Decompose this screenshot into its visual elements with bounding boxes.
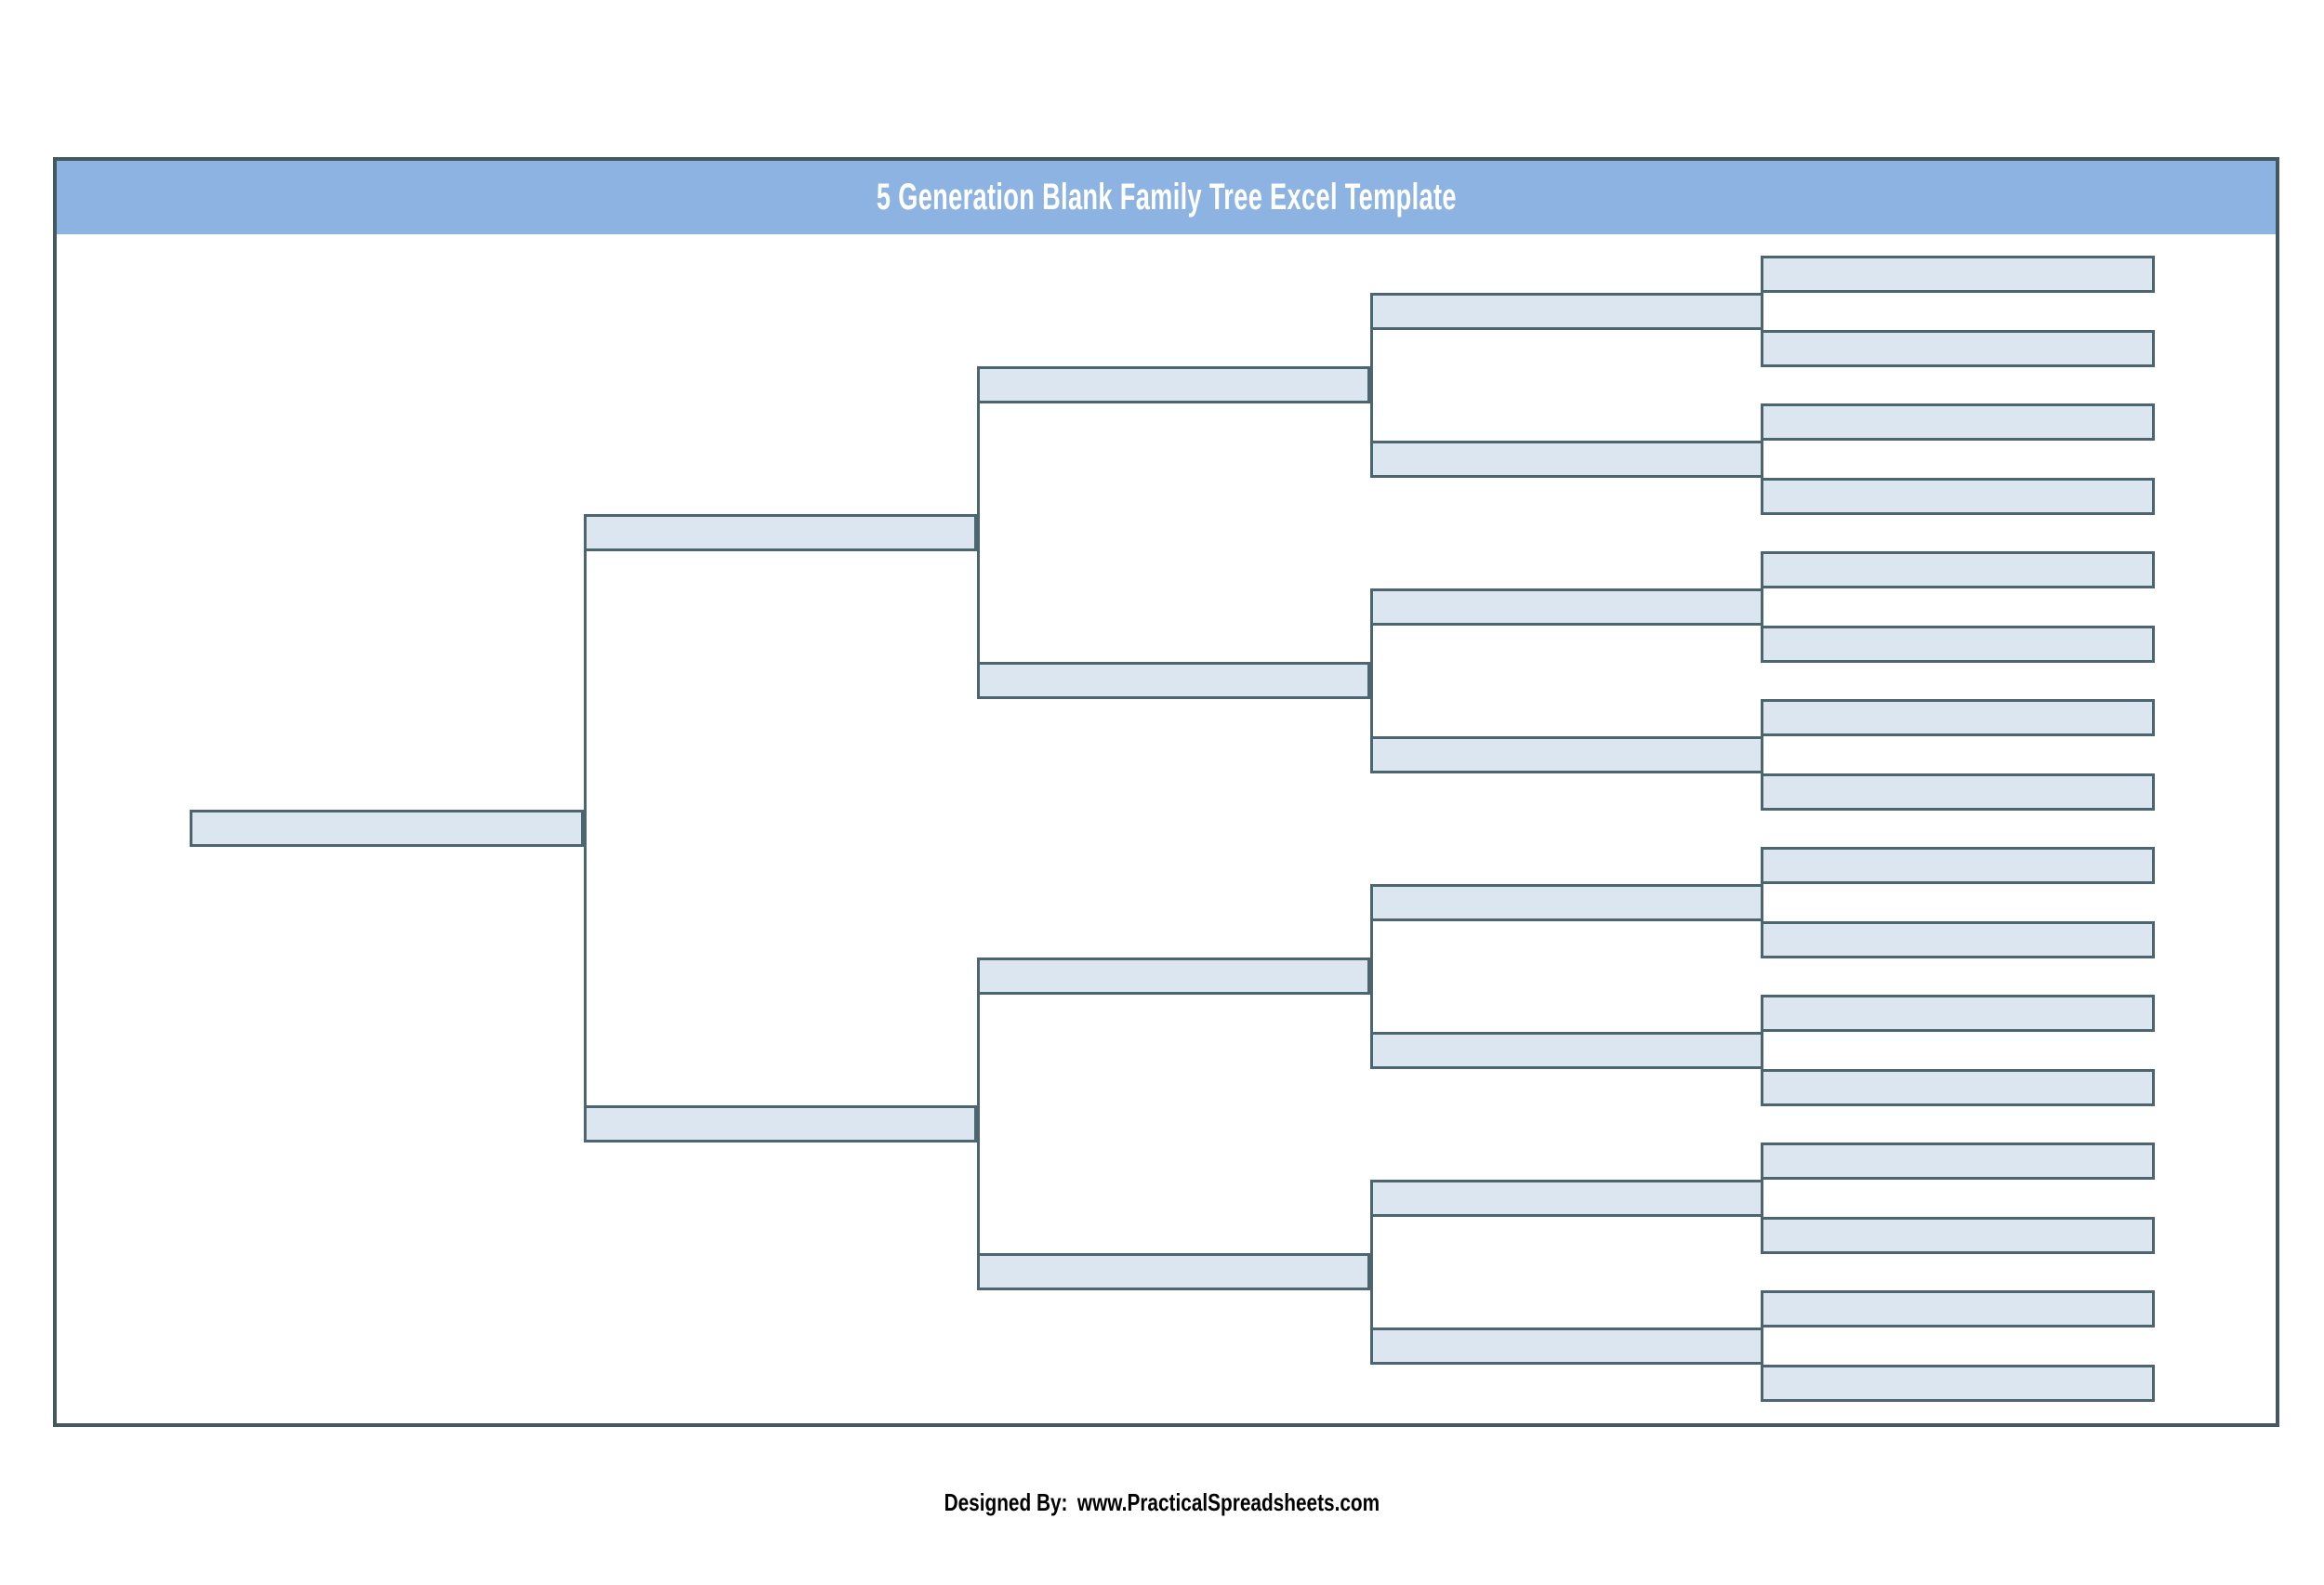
gen3-member-box-4[interactable] [977,1253,1370,1290]
gen5-member-box-8[interactable] [1761,773,2155,811]
gen4-member-box-2[interactable] [1370,441,1763,478]
gen5-member-box-6[interactable] [1761,626,2155,663]
gen5-member-box-2[interactable] [1761,330,2155,367]
gen5-member-box-4[interactable] [1761,478,2155,515]
gen5-member-box-15[interactable] [1761,1290,2155,1327]
gen4-member-box-7[interactable] [1370,1180,1763,1217]
gen3-member-box-2[interactable] [977,662,1370,699]
gen3-member-box-3[interactable] [977,958,1370,995]
gen5-member-box-7[interactable] [1761,699,2155,736]
gen5-member-box-12[interactable] [1761,1069,2155,1106]
gen1-member-box-1[interactable] [190,810,584,847]
gen5-member-box-10[interactable] [1761,921,2155,958]
designed-by-url: www.PracticalSpreadsheets.com [1077,1488,1380,1516]
designed-by-label: Designed By: [944,1488,1068,1516]
gen5-member-box-16[interactable] [1761,1365,2155,1402]
gen5-member-box-1[interactable] [1761,256,2155,293]
gen2-member-box-1[interactable] [584,514,977,551]
gen4-member-box-4[interactable] [1370,736,1763,773]
gen5-member-box-11[interactable] [1761,995,2155,1032]
footer-credit: Designed By: www.PracticalSpreadsheets.co… [0,1480,2324,1525]
gen4-member-box-6[interactable] [1370,1032,1763,1069]
gen4-member-box-1[interactable] [1370,293,1763,330]
gen3-member-box-1[interactable] [977,366,1370,403]
gen5-member-box-9[interactable] [1761,847,2155,884]
gen5-member-box-13[interactable] [1761,1143,2155,1180]
gen4-member-box-3[interactable] [1370,588,1763,626]
gen5-member-box-3[interactable] [1761,403,2155,441]
footer-text: Designed By: www.PracticalSpreadsheets.co… [944,1480,1380,1525]
page-title: 5 Generation Blank Family Tree Excel Tem… [876,177,1457,218]
gen4-member-box-5[interactable] [1370,884,1763,921]
gen5-member-box-5[interactable] [1761,551,2155,588]
gen5-member-box-14[interactable] [1761,1217,2155,1254]
header-bar: 5 Generation Blank Family Tree Excel Tem… [57,161,2276,234]
gen2-member-box-2[interactable] [584,1105,977,1143]
gen4-member-box-8[interactable] [1370,1327,1763,1365]
